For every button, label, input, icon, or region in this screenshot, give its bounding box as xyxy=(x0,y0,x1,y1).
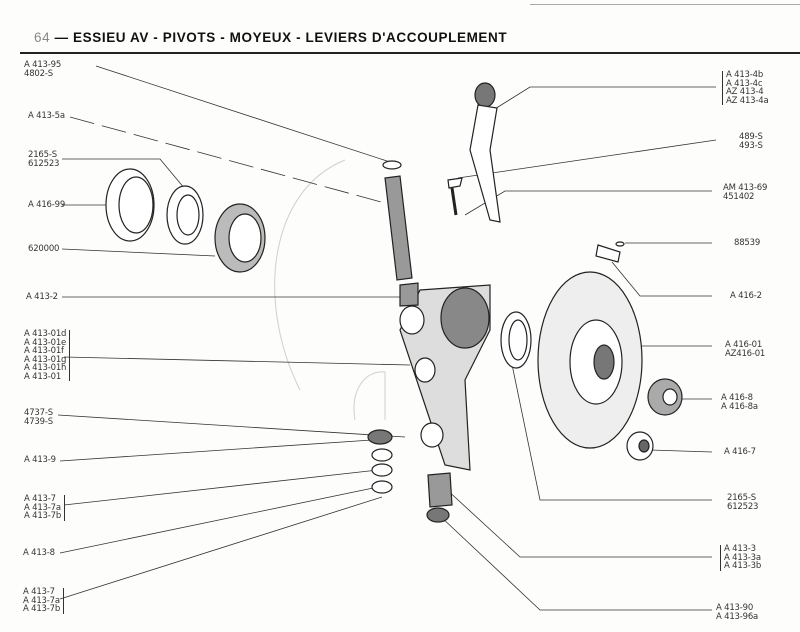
part-number: A 413-01d xyxy=(24,329,67,339)
part-number: A 413-01 xyxy=(24,371,62,382)
part-number: A 413-7a xyxy=(24,502,61,513)
bearing-part xyxy=(214,203,266,273)
seal-part xyxy=(166,185,204,245)
leader-lines xyxy=(57,65,717,611)
part-number: A 413-01f xyxy=(24,346,64,356)
part-number: A 413-4c xyxy=(726,78,763,89)
part-number: AZ416-01 xyxy=(725,348,766,359)
hub-part xyxy=(537,271,643,449)
stub-axle-part xyxy=(399,284,491,471)
part-number: 4737-S xyxy=(24,408,53,418)
part-number: 88539 xyxy=(734,238,761,248)
part-number: 489-S xyxy=(739,132,763,142)
part-number: A 413-95 xyxy=(24,60,62,70)
part-label: A 416-99 xyxy=(28,201,65,210)
part-number: A 416-01 xyxy=(725,340,763,350)
part-number: 4802-S xyxy=(24,68,53,79)
part-label: A 416-2 xyxy=(730,292,762,301)
kingpin-part xyxy=(382,160,413,281)
steering-arm-part xyxy=(469,82,501,223)
part-label: A 413-2 xyxy=(26,293,58,302)
part-label: A 413-9 xyxy=(24,456,56,465)
bushing-part xyxy=(399,282,453,508)
part-number: A 413-3a xyxy=(724,552,761,563)
hub-nut-part xyxy=(647,378,683,416)
part-number: A 416-2 xyxy=(730,291,762,301)
part-number: AM 413-69 xyxy=(723,183,768,193)
parts-drawing xyxy=(105,82,683,523)
lock-ring-part xyxy=(105,168,155,242)
part-label: A 413-5a xyxy=(28,112,65,121)
part-number: A 413-3 xyxy=(724,544,756,554)
page-number: 64 xyxy=(34,30,51,45)
part-number: A 413-8 xyxy=(23,548,55,558)
part-number: A 413-96a xyxy=(716,611,759,622)
wheel-stud-part xyxy=(595,241,625,263)
part-number: A 413-7 xyxy=(23,587,55,597)
part-number: A 413-90 xyxy=(716,603,754,613)
part-number: A 413-01g xyxy=(24,354,67,365)
part-number: A 413-5a xyxy=(28,111,65,121)
part-number: 2165-S xyxy=(727,493,756,503)
part-number: 612523 xyxy=(28,158,60,169)
background-axle-outline xyxy=(274,159,386,421)
part-label: 620000 xyxy=(28,245,59,254)
part-number: A 416-8a xyxy=(721,401,758,412)
part-number: A 416-7 xyxy=(724,447,756,457)
part-number: A 413-7b xyxy=(23,604,61,614)
part-label: 88539 xyxy=(734,239,760,248)
part-number: 4739-S xyxy=(24,416,53,427)
part-number: A 413-2 xyxy=(26,292,58,302)
part-number: A 413-3b xyxy=(724,561,762,571)
part-number: A 416-8 xyxy=(721,393,753,403)
part-label: A 413-8 xyxy=(23,549,55,558)
bolt-part xyxy=(447,177,463,216)
part-number: A 413-01h xyxy=(24,363,67,373)
title-text: — ESSIEU AV - PIVOTS - MOYEUX - LEVIERS … xyxy=(54,30,508,45)
part-number: AZ 413-4 xyxy=(726,87,764,97)
nut-part xyxy=(626,431,654,461)
washers-part xyxy=(367,429,450,523)
part-number: A 413-7 xyxy=(24,494,56,504)
hub-seal-part xyxy=(500,311,532,369)
part-number: A 413-7a xyxy=(23,595,60,606)
part-number: A 413-4b xyxy=(726,70,764,80)
part-number: 2165-S xyxy=(28,150,57,160)
part-number: 612523 xyxy=(727,501,759,512)
top-edge-line xyxy=(530,4,800,5)
part-number: AZ 413-4a xyxy=(726,95,769,106)
part-number: A 413-7b xyxy=(24,511,62,521)
part-number: 620000 xyxy=(28,244,60,254)
part-number: A 413-01e xyxy=(24,337,67,348)
part-number: 493-S xyxy=(739,140,763,151)
title-underline xyxy=(20,52,800,54)
part-label: A 416-7 xyxy=(724,448,756,457)
page-title: 64 — ESSIEU AV - PIVOTS - MOYEUX - LEVIE… xyxy=(34,30,507,45)
part-number: 451402 xyxy=(723,191,755,202)
part-number: A 416-99 xyxy=(28,200,66,210)
part-number: A 413-9 xyxy=(24,455,56,465)
